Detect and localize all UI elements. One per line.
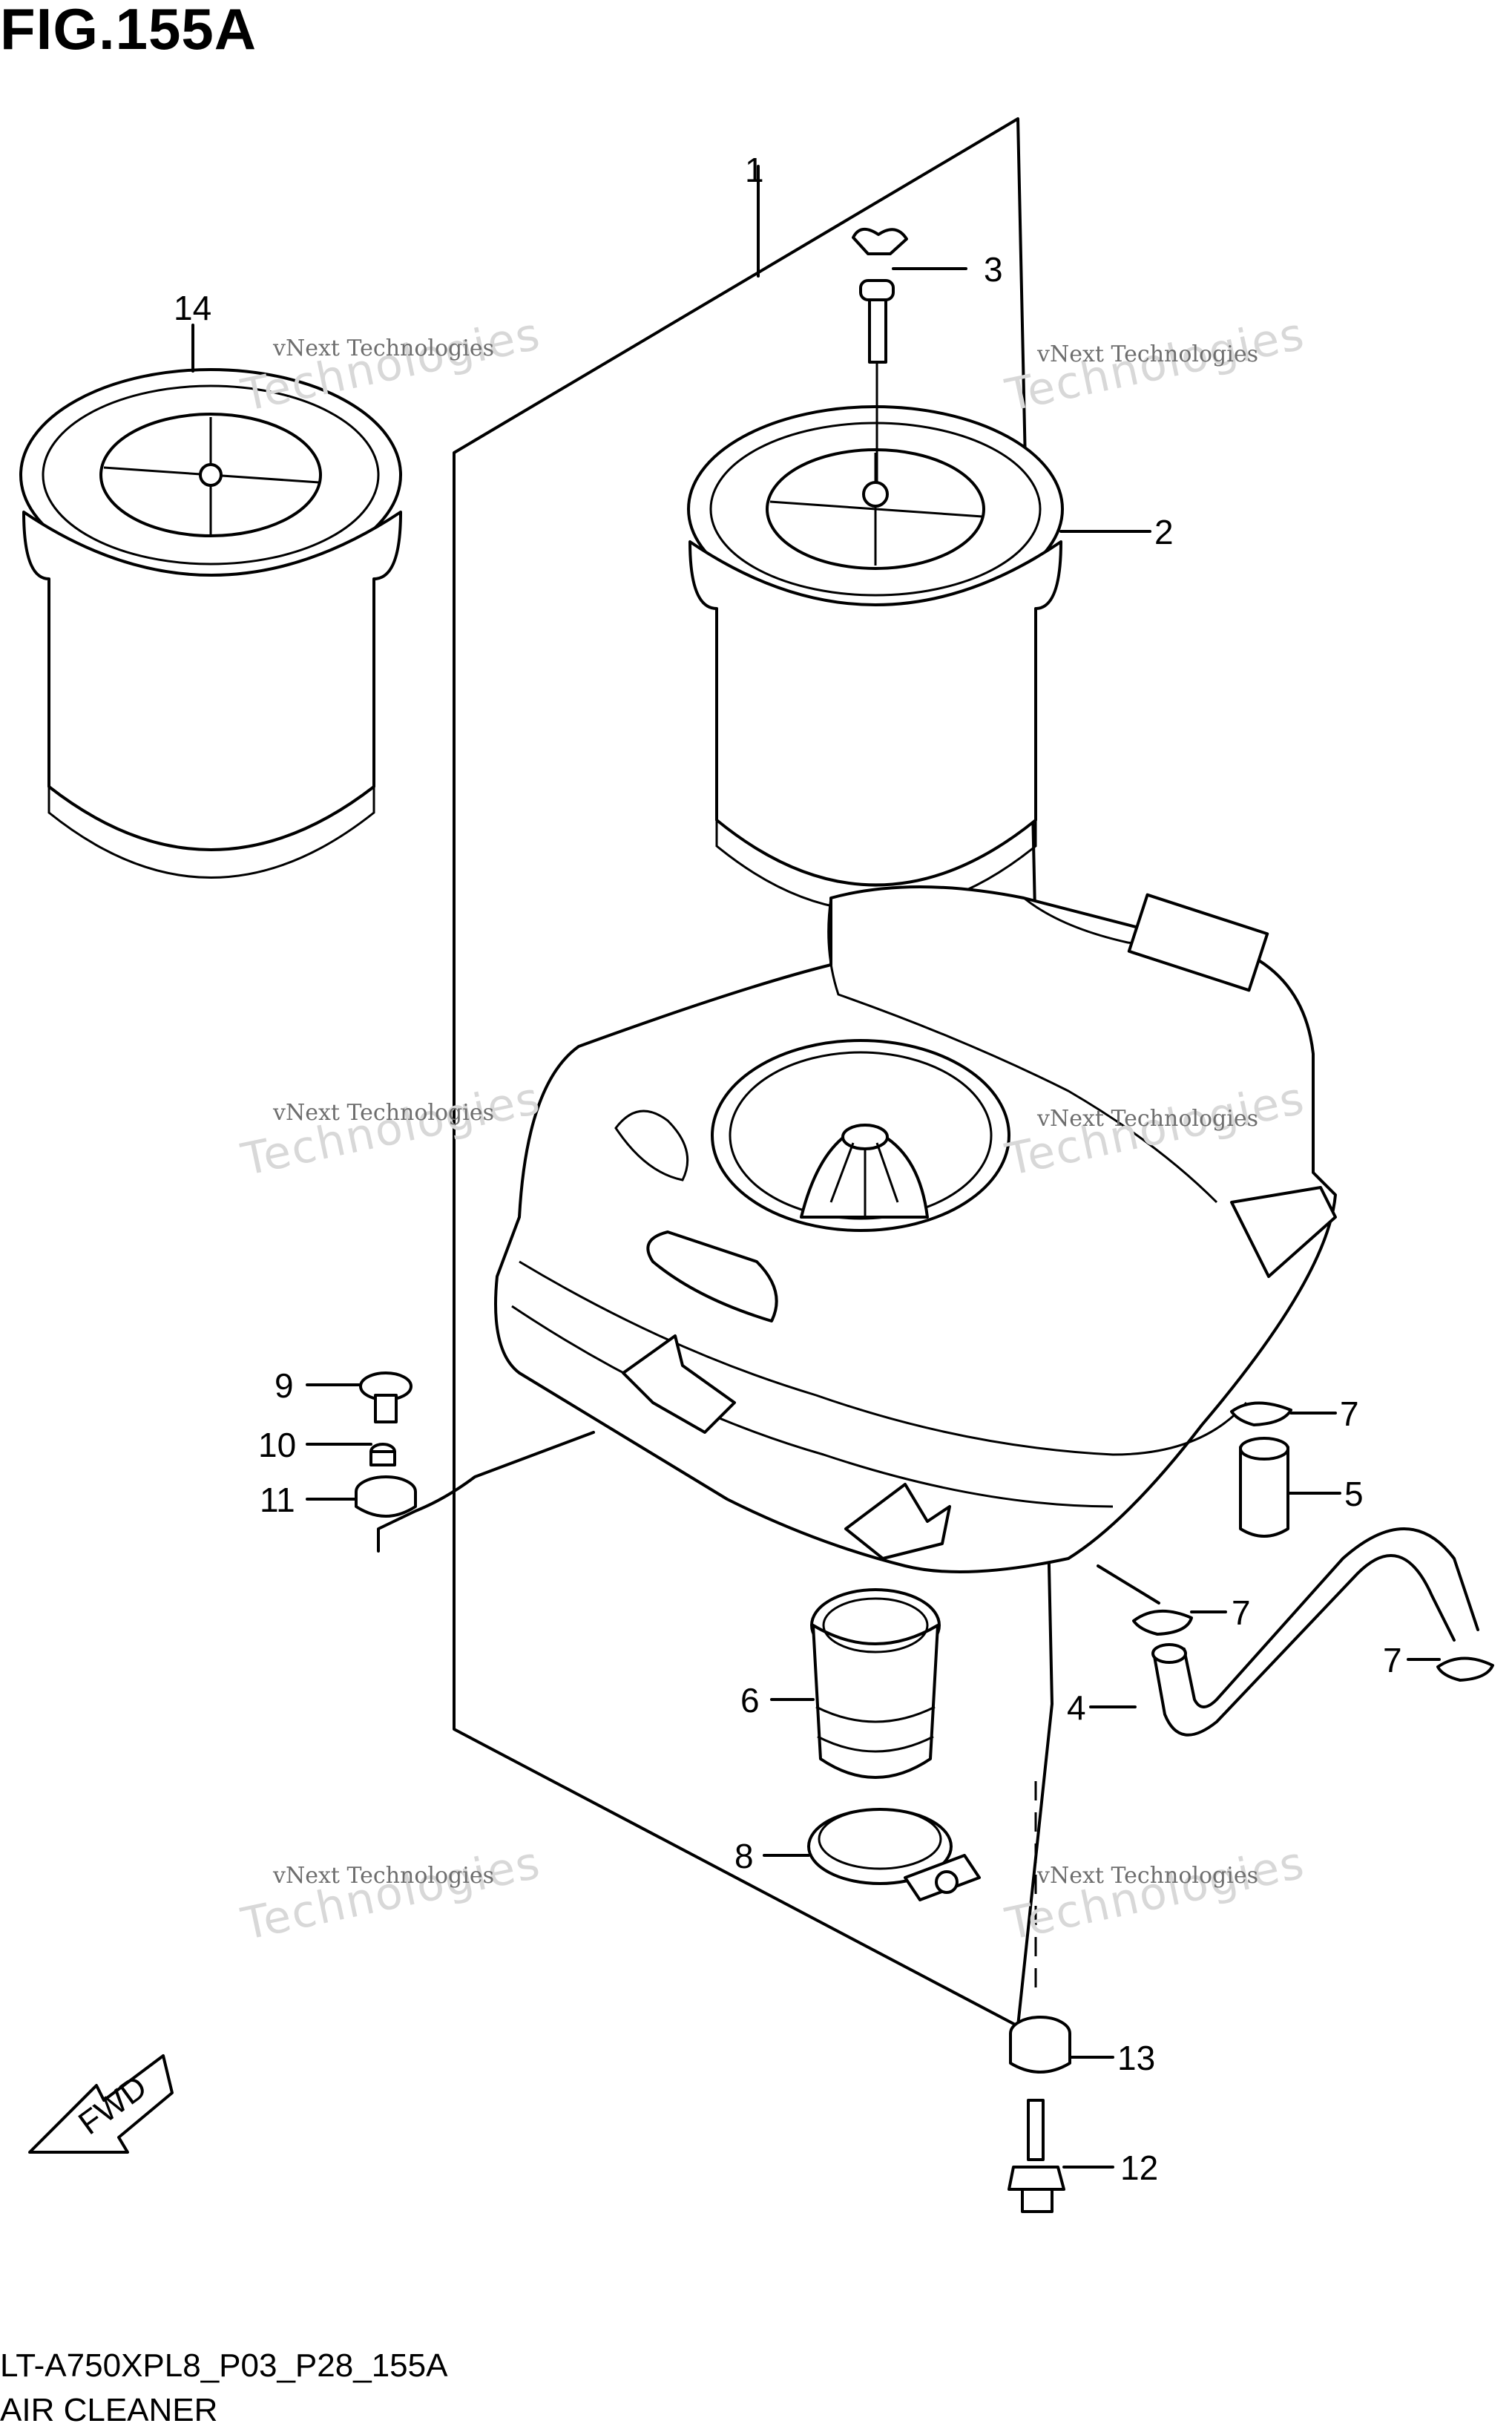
part-5-short-hose	[1239, 1437, 1289, 1538]
part-7-clamp-b	[1132, 1610, 1193, 1636]
callout-7a: 7	[1340, 1394, 1359, 1433]
part-14-filter-element	[19, 368, 402, 879]
watermark-small-2: vNext Technologies	[1037, 341, 1259, 367]
callout-8: 8	[734, 1837, 754, 1875]
watermark-small-3: vNext Technologies	[273, 1100, 495, 1126]
part-7-clamp-c	[1436, 1656, 1494, 1682]
part-2-filter-element	[687, 405, 1064, 912]
callout-6: 6	[740, 1681, 760, 1720]
callout-4: 4	[1067, 1688, 1086, 1727]
figure-name: AIR CLEANER	[0, 2392, 218, 2428]
callout-13: 13	[1117, 2039, 1156, 2077]
assembly-bracket	[453, 117, 1054, 2028]
callout-7b: 7	[1232, 1593, 1251, 1632]
part-4-drain-hose	[1151, 1527, 1479, 1737]
part-7-clamp-a	[1230, 1401, 1292, 1426]
part-13-grommet	[1009, 2016, 1071, 2074]
watermark-small-1: vNext Technologies	[273, 335, 495, 361]
callout-1: 1	[745, 151, 764, 189]
watermark-small-6: vNext Technologies	[1037, 1863, 1259, 1889]
callout-2: 2	[1154, 513, 1174, 551]
part-3-wing-bolt	[852, 228, 908, 482]
part-9-bolt	[359, 1371, 412, 1423]
part-12-drain-plug	[1008, 2099, 1065, 2213]
part-8-clamp	[807, 1808, 981, 1901]
figure-code: LT-A750XPL8_P03_P28_155A	[0, 2347, 448, 2384]
watermark-small-5: vNext Technologies	[273, 1863, 495, 1889]
leader-9-11	[377, 1431, 595, 1553]
figure-title: FIG.155A	[0, 0, 257, 62]
callout-3: 3	[984, 250, 1003, 289]
fwd-arrow-icon: FWD	[28, 2054, 174, 2154]
callout-5: 5	[1344, 1475, 1364, 1513]
leader-case-drain	[1097, 1564, 1160, 1605]
callout-9: 9	[275, 1366, 294, 1405]
part-6-intake-joint	[810, 1588, 941, 1779]
part-11-grommet	[355, 1475, 417, 1518]
callout-14: 14	[174, 289, 212, 327]
watermark-small-4: vNext Technologies	[1037, 1106, 1259, 1132]
part-1-air-cleaner-case	[494, 885, 1337, 1573]
callout-12: 12	[1120, 2149, 1159, 2187]
part-10-collar	[369, 1443, 396, 1466]
callout-10: 10	[258, 1426, 297, 1464]
callout-11: 11	[260, 1481, 295, 1519]
callout-7c: 7	[1383, 1641, 1402, 1679]
